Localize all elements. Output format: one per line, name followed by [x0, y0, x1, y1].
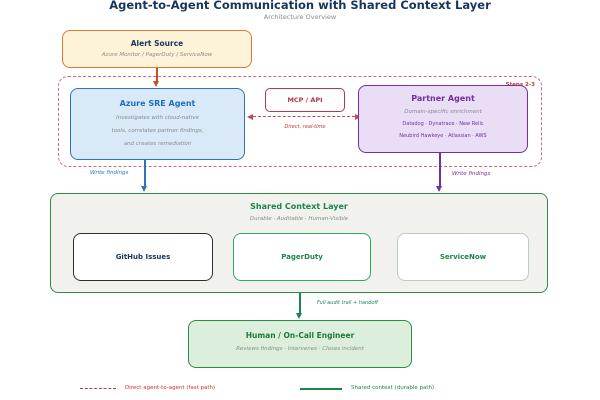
context-to-human-arrowhead-icon [296, 313, 302, 319]
shared-context-subtitle: Durable · Auditable · Human-Visible [249, 216, 349, 222]
fast-path-group-outline [58, 76, 542, 167]
partner-agent-title: Partner Agent [411, 94, 475, 103]
mcp-caption: Direct, real-time [284, 124, 326, 130]
azure-to-context-arrowhead-icon [141, 186, 147, 192]
servicenow-node: ServiceNow [397, 233, 529, 281]
context-to-human-arrow [299, 293, 301, 314]
legend-durable-path-label: Shared context (durable path) [351, 384, 435, 391]
partner-agent-subtitle: Domain-specific enrichment [404, 109, 482, 115]
agent-to-agent-dashed-link [253, 116, 355, 117]
partner-agent-node: Partner Agent Domain-specific enrichment… [358, 85, 528, 153]
write-findings-label-right: Write findings [452, 171, 491, 177]
mcp-api-title: MCP / API [287, 96, 323, 104]
human-oncall-title: Human / On-Call Engineer [245, 331, 355, 340]
legend-fast-path-label: Direct agent-to-agent (fast path) [125, 384, 216, 391]
human-oncall-subtitle: Reviews findings · Intervenes · Closes i… [236, 346, 364, 352]
partner-to-context-arrowhead-icon [436, 186, 442, 192]
legend-durable-path-line-icon [300, 388, 342, 390]
page-subtitle: Architecture Overview [263, 13, 337, 21]
legend-fast-path-line-icon [80, 388, 116, 389]
azure-agent-desc-line1: Investigates with cloud-native [116, 115, 199, 121]
human-oncall-node: Human / On-Call Engineer Reviews finding… [188, 320, 412, 368]
github-issues-node: GitHub Issues [73, 233, 213, 281]
azure-agent-desc-line2: tools, correlates partner findings, [111, 128, 204, 134]
partner-to-context-arrow [439, 153, 441, 187]
shared-context-title: Shared Context Layer [250, 202, 348, 211]
pagerduty-node: PagerDuty [233, 233, 371, 281]
alert-to-azure-arrow [156, 68, 158, 82]
partner-vendors-line1: Datadog · Dynatrace · New Relic [402, 121, 484, 127]
dashed-link-left-arrowhead-icon [247, 113, 253, 120]
azure-agent-desc-line3: and creates remediation [123, 141, 192, 147]
mcp-api-node: MCP / API [265, 88, 345, 112]
azure-sre-agent-title: Azure SRE Agent [119, 99, 196, 108]
alert-to-azure-arrowhead-icon [153, 81, 159, 87]
write-findings-label-left: Write findings [90, 170, 129, 176]
audit-trail-label: Full audit trail + handoff [317, 300, 379, 306]
page-title: Agent-to-Agent Communication with Shared… [109, 0, 491, 12]
alert-source-title: Alert Source [130, 39, 184, 48]
partner-vendors-line2: Neubird Hawkeye · Atlassian · AWS [399, 133, 487, 139]
azure-to-context-arrow [144, 160, 146, 187]
shared-context-layer-node: Shared Context Layer Durable · Auditable… [50, 193, 548, 293]
azure-sre-agent-node: Azure SRE Agent Investigates with cloud-… [70, 88, 245, 160]
alert-source-node: Alert Source Azure Monitor / PagerDuty /… [62, 30, 252, 68]
alert-source-subtitle: Azure Monitor / PagerDuty / ServiceNow [101, 52, 213, 58]
